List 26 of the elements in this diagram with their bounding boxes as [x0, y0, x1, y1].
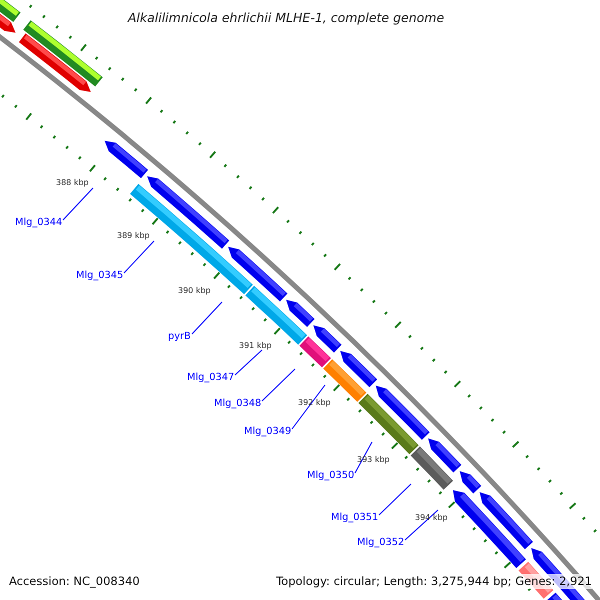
genome-info-text: Topology: circular; Length: 3,275,944 bp; Genes: 2,921: [276, 574, 592, 589]
gene-label: Mlg_0350: [307, 470, 354, 482]
gene-label: Mlg_0351: [331, 512, 378, 524]
tick-label: 390 kbp: [178, 286, 211, 296]
tick-label: 392 kbp: [298, 398, 331, 408]
leader-line: [192, 302, 222, 334]
gene-label: Mlg_0349: [244, 426, 292, 438]
tick-label: 388 kbp: [56, 178, 89, 188]
leader-line: [262, 368, 296, 402]
gene-label: Mlg_0348: [214, 398, 262, 410]
leader-line: [234, 350, 262, 376]
tick-label: 391 kbp: [239, 341, 272, 351]
leader-line: [124, 240, 154, 274]
map-title: Alkalilimnicola ehrlichii MLHE-1, complete genome: [126, 10, 446, 25]
gene-label: Mlg_0347: [187, 372, 234, 384]
gene-label: Mlg_0352: [357, 537, 404, 549]
gene-label: pyrB: [168, 331, 191, 343]
tick-label: 394 kbp: [415, 513, 448, 523]
gene-label: Mlg_0345: [76, 270, 124, 282]
gene-label: Mlg_0344: [15, 217, 62, 229]
accession-text: Accession: NC_008340: [9, 574, 140, 589]
leader-line: [62, 188, 94, 220]
tick-label: 389 kbp: [117, 231, 150, 241]
leader-line: [404, 510, 438, 540]
leader-line: [378, 484, 412, 516]
leader-line: [292, 384, 326, 430]
